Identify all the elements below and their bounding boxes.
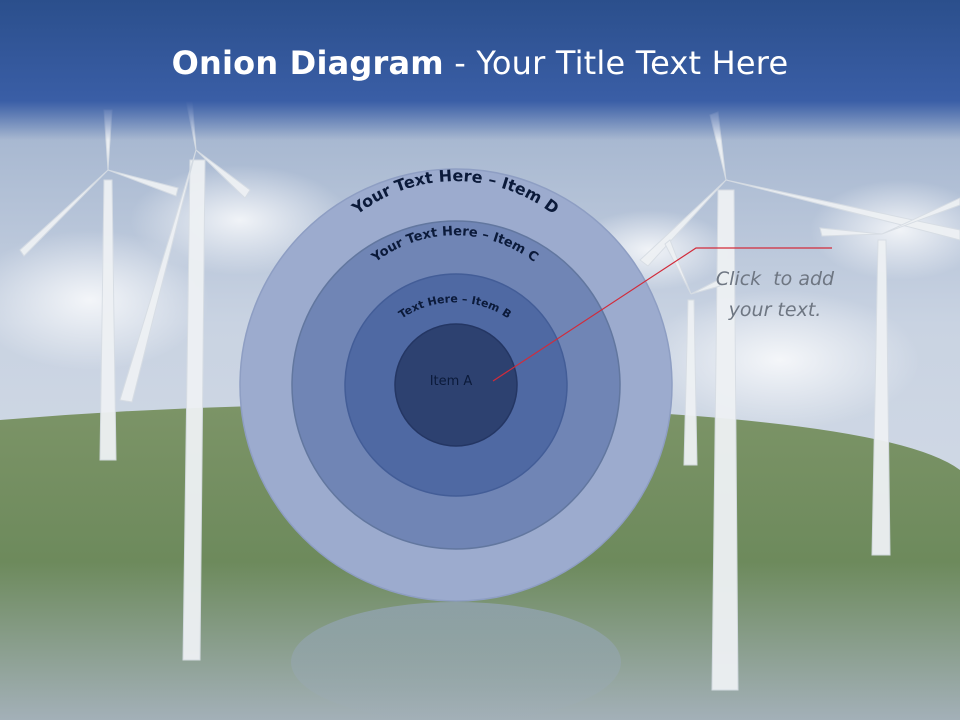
callout-line: [492, 247, 832, 382]
ring-item-a[interactable]: [394, 323, 518, 447]
callout-text-line2: your text.: [728, 299, 822, 321]
ring-label-a: Item A: [430, 374, 473, 389]
slide-title-bold: Onion Diagram: [171, 44, 444, 82]
slide-title-rest: - Your Title Text Here: [443, 44, 789, 82]
callout-textbox[interactable]: Click to add your text.: [690, 264, 860, 326]
diagram-reflection: [291, 602, 621, 720]
slide-title[interactable]: Onion Diagram - Your Title Text Here: [0, 44, 960, 82]
title-bar: [0, 0, 960, 140]
callout-text-line1: Click to add: [715, 268, 835, 290]
